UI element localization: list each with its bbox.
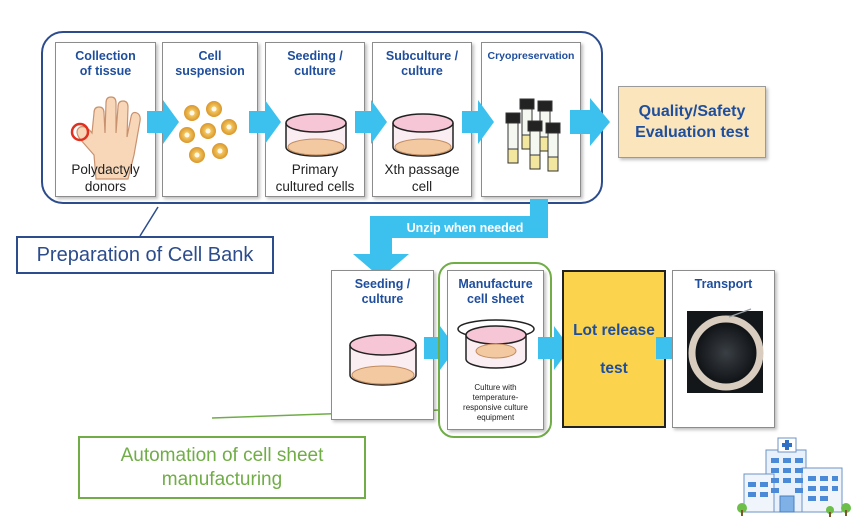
dish-icon bbox=[392, 113, 454, 157]
step-title: Seeding / culture bbox=[287, 49, 343, 78]
quality-safety-evaluation-box: Quality/Safety Evaluation test bbox=[618, 86, 766, 158]
dish-lid-icon bbox=[457, 319, 535, 369]
hospital-icon bbox=[737, 437, 851, 517]
lot-release-test-box: Lot release test bbox=[562, 270, 666, 428]
manufacture-caption: Culture with temperature- responsive cul… bbox=[463, 383, 528, 422]
cell-dot bbox=[212, 143, 228, 159]
step-title: Seeding / culture bbox=[354, 277, 411, 306]
dish-icon bbox=[285, 113, 347, 157]
flow-arrow bbox=[249, 100, 281, 144]
transport-step: Transport bbox=[672, 270, 775, 428]
step-caption: Xth passage cell bbox=[384, 162, 460, 194]
manufacture-cell-sheet-step: Manufacture cell sheet Culture with temp… bbox=[447, 270, 544, 430]
cell-dot bbox=[179, 127, 195, 143]
step-title: Manufacture cell sheet bbox=[458, 277, 533, 306]
subculture-culture-step: Subculture / culture Xth passage cell bbox=[372, 42, 472, 197]
step-title: Transport bbox=[694, 277, 753, 291]
flow-arrow bbox=[462, 100, 494, 144]
cell-sheet-photo-icon bbox=[687, 308, 764, 393]
hand-icon bbox=[70, 96, 141, 180]
cells-icon bbox=[179, 101, 237, 163]
preparation-of-cell-bank-label: Preparation of Cell Bank bbox=[16, 236, 274, 274]
step-title: Subculture / culture bbox=[385, 49, 459, 78]
step-title: Cryopreservation bbox=[487, 50, 575, 62]
automation-of-cell-sheet-manufacturing-label: Automation of cell sheet manufacturing bbox=[78, 436, 366, 499]
flow-arrow bbox=[147, 100, 179, 144]
flow-arrow bbox=[355, 100, 387, 144]
dish-icon bbox=[349, 334, 417, 386]
seeding-culture-bottom-step: Seeding / culture bbox=[331, 270, 434, 420]
collection-of-tissue-step: Collection of tissue Polydactyly donors bbox=[55, 42, 156, 197]
cell-dot bbox=[189, 147, 205, 163]
vials-icon bbox=[505, 98, 561, 172]
cell-dot bbox=[221, 119, 237, 135]
cell-dot bbox=[206, 101, 222, 117]
unzip-when-needed-label: Unzip when needed bbox=[406, 221, 524, 235]
flow-arrow bbox=[570, 98, 610, 146]
step-caption: Primary cultured cells bbox=[275, 162, 355, 194]
cell-dot bbox=[184, 105, 200, 121]
cryopreservation-step: Cryopreservation bbox=[481, 42, 581, 197]
step-caption: Polydactyly donors bbox=[71, 162, 140, 194]
seeding-culture-step: Seeding / culture Primary cultured cells bbox=[265, 42, 365, 197]
cell-dot bbox=[200, 123, 216, 139]
step-title: Cell suspension bbox=[175, 49, 245, 78]
step-title: Collection of tissue bbox=[75, 49, 136, 78]
